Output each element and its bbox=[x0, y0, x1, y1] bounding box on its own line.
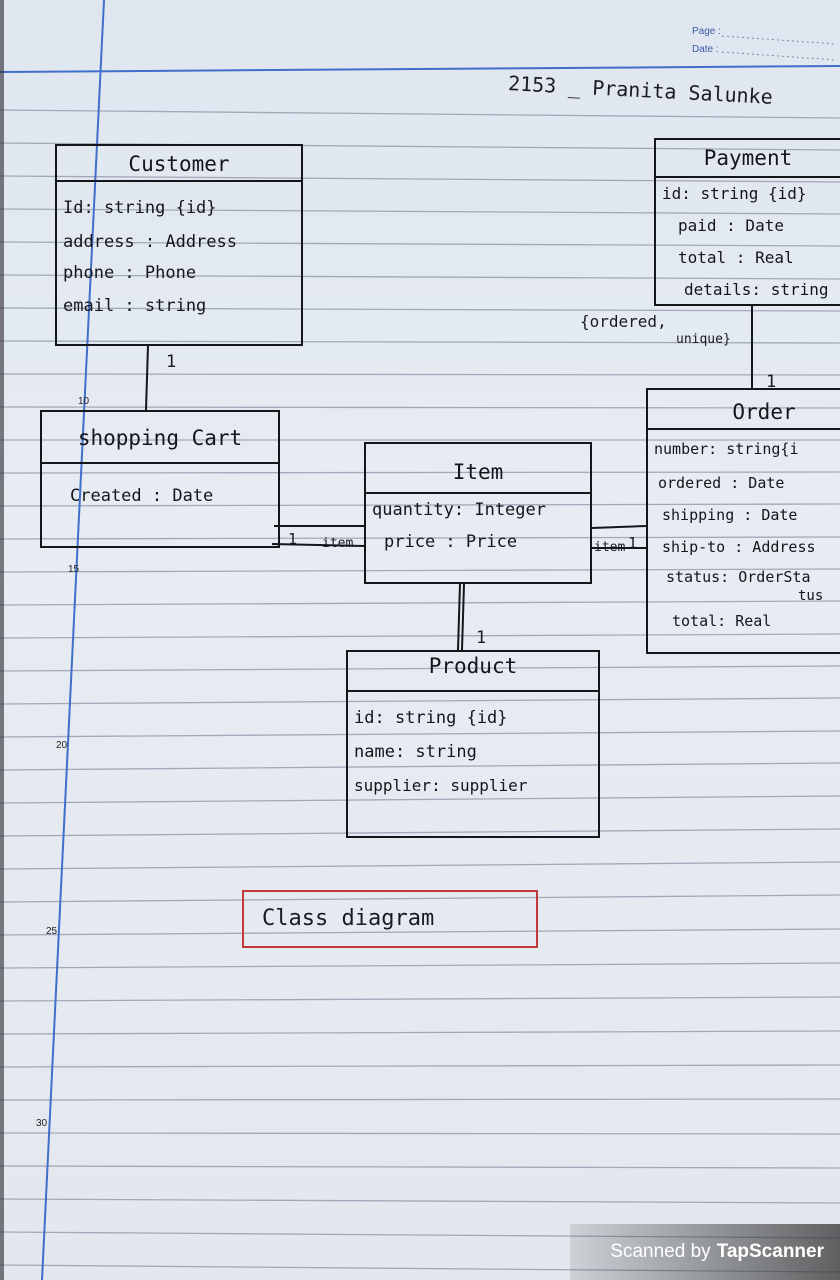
payment-attr-id: id: string {id} bbox=[662, 184, 807, 203]
caption-box: Class diagram bbox=[242, 890, 538, 948]
product-class: Product id: string {id} name: string sup… bbox=[346, 650, 600, 838]
customer-class-name: Customer bbox=[128, 152, 230, 176]
order-attr-total: total: Real bbox=[672, 612, 772, 630]
margin-number-15: 15 bbox=[68, 564, 80, 575]
order-attr-ordered: ordered : Date bbox=[658, 474, 785, 492]
customer-class-divider bbox=[57, 180, 301, 182]
cart-item-link-bottom bbox=[271, 543, 365, 547]
payment-class-divider bbox=[656, 176, 840, 178]
payment-class: Payment id: string {id} paid : Date tota… bbox=[654, 138, 840, 306]
item-product-multiplicity: 1 bbox=[476, 628, 487, 648]
customer-attr-phone: phone : Phone bbox=[63, 263, 197, 283]
product-attr-name: name: string bbox=[354, 742, 477, 762]
order-attr-number: number: string{i bbox=[654, 440, 799, 458]
product-class-divider bbox=[348, 690, 598, 692]
item-class: Item quantity: Integer price : Price bbox=[364, 442, 592, 584]
cart-item-role: item bbox=[322, 536, 354, 551]
item-order-link-top bbox=[591, 525, 647, 529]
payment-order-constraint-line1: {ordered, bbox=[580, 312, 667, 331]
margin-number-10: 10 bbox=[78, 396, 90, 407]
customer-class: Customer Id: string {id} address : Addre… bbox=[55, 144, 303, 346]
order-class-name: Order bbox=[732, 400, 796, 424]
payment-attr-total: total : Real bbox=[678, 248, 794, 267]
order-attr-status-cont: tus bbox=[798, 588, 824, 604]
product-attr-supplier: supplier: supplier bbox=[354, 776, 528, 795]
date-label: Date : bbox=[692, 44, 719, 55]
scan-badge: Scanned by TapScanner bbox=[570, 1224, 840, 1280]
order-class: Order number: string{i ordered : Date sh… bbox=[646, 388, 840, 654]
item-order-multiplicity: 1 bbox=[628, 534, 638, 552]
margin-number-30: 30 bbox=[36, 1118, 48, 1129]
payment-attr-paid: paid : Date bbox=[678, 216, 784, 235]
item-product-link-left bbox=[457, 583, 461, 651]
item-order-role: item bbox=[594, 540, 626, 555]
order-attr-status: status: OrderSta bbox=[666, 568, 811, 586]
item-class-name: Item bbox=[452, 460, 504, 484]
customer-cart-multiplicity: 1 bbox=[166, 352, 177, 372]
shopping-cart-class: shopping Cart Created : Date bbox=[40, 410, 280, 548]
shopping-cart-attr-created: Created : Date bbox=[70, 486, 214, 506]
customer-attr-email: email : string bbox=[63, 296, 207, 316]
item-attr-price: price : Price bbox=[384, 532, 518, 552]
customer-attr-id: Id: string {id} bbox=[63, 198, 217, 218]
caption-text: Class diagram bbox=[262, 906, 435, 931]
order-class-divider bbox=[648, 428, 840, 430]
item-product-link-right bbox=[461, 583, 465, 651]
margin-number-20: 20 bbox=[56, 740, 68, 751]
payment-class-name: Payment bbox=[703, 146, 793, 170]
product-class-name: Product bbox=[428, 654, 518, 678]
payment-attr-details: details: string bbox=[684, 280, 829, 299]
customer-cart-link bbox=[145, 345, 149, 411]
product-attr-id: id: string {id} bbox=[354, 708, 508, 728]
order-attr-shipping: shipping : Date bbox=[662, 506, 798, 524]
payment-order-multiplicity: 1 bbox=[766, 372, 777, 392]
shopping-cart-class-name: shopping Cart bbox=[77, 426, 243, 450]
payment-order-constraint-line2: unique} bbox=[676, 332, 731, 347]
shopping-cart-class-divider bbox=[42, 462, 278, 464]
margin-number-25: 25 bbox=[46, 926, 58, 937]
scan-badge-brand: TapScanner bbox=[716, 1241, 824, 1262]
customer-attr-address: address : Address bbox=[63, 232, 237, 252]
item-class-divider bbox=[366, 492, 590, 494]
order-attr-ship-to: ship-to : Address bbox=[662, 538, 816, 556]
cart-item-multiplicity: 1 bbox=[288, 530, 298, 548]
scan-badge-prefix: Scanned by bbox=[610, 1241, 711, 1262]
item-attr-quantity: quantity: Integer bbox=[372, 500, 546, 520]
page-label: Page : bbox=[692, 26, 721, 37]
